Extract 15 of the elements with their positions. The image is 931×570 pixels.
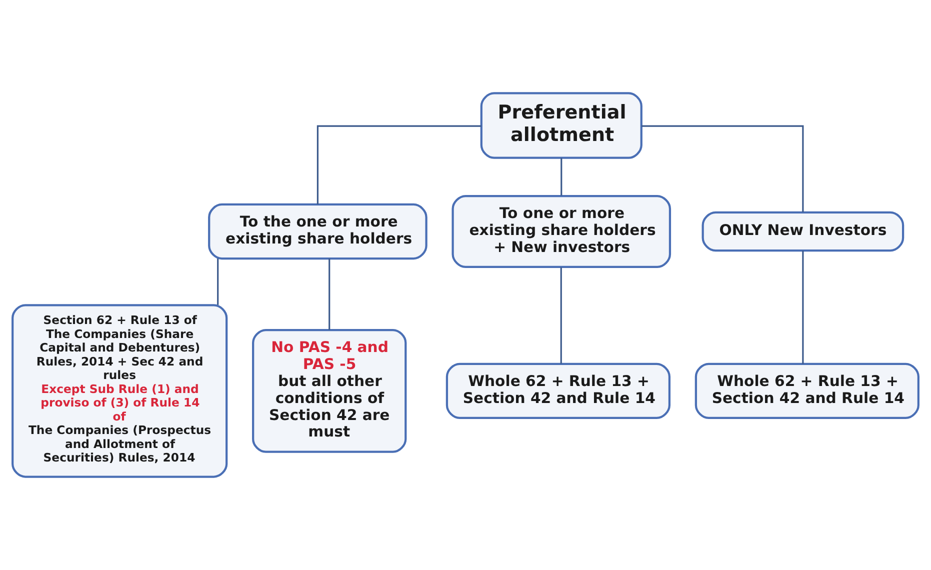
node-box: To the one or more existing share holders [208,203,428,260]
node-box: Preferential allotment [480,92,642,159]
connector [217,258,219,305]
connector [802,250,804,364]
node-box: Whole 62 + Rule 13 + Section 42 and Rule 14 [446,362,670,420]
node-box: Whole 62 + Rule 13 + Section 42 and Rule 14 [694,362,920,420]
node-box: To one or more existing share holders + New investors [452,194,672,268]
connector [328,258,330,330]
node-box: Section 62 + Rule 13 of The Companies (Share Capital and Debentures) Rules, 2014 + Sec 42 and rules Except Sub Rule (1) and proviso of (3) of Rule 14 of The Companies (Prospectus and Allotment of Securities) Rules, 2014 [12,304,228,478]
connector [641,125,804,212]
node-box: No PAS -4 and PAS -5 but all other conditions of Section 42 are must [252,328,407,453]
connector [560,267,562,364]
connector [316,125,482,204]
connector [560,158,562,196]
node-box: ONLY New Investors [702,211,904,252]
